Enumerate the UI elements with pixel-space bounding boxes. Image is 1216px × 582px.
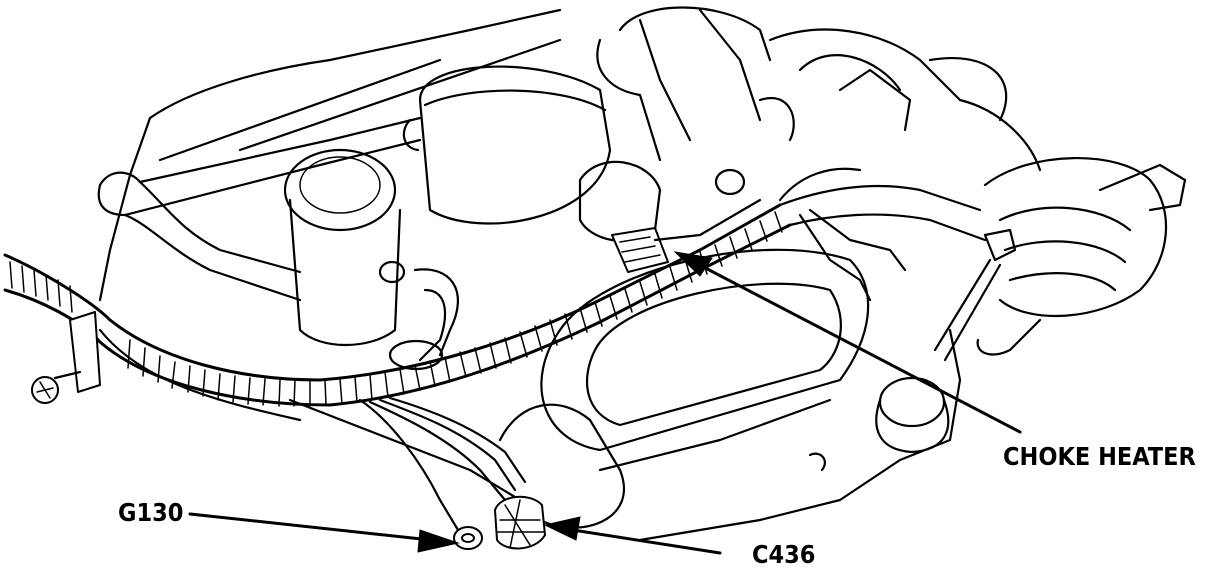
air-cleaner-cylinders	[283, 65, 612, 371]
linkage-rod	[933, 228, 1017, 362]
engine-block	[98, 8, 962, 542]
carburetor-area	[578, 6, 1042, 242]
c436-connector	[494, 495, 546, 550]
choke-heater-label: CHOKE HEATER	[1003, 442, 1196, 471]
right-valve-cover	[498, 248, 950, 529]
g130-label: G130	[118, 498, 184, 527]
wiring-harness	[3, 167, 987, 407]
callout-arrows	[188, 251, 1022, 555]
pigtail-wires	[358, 396, 527, 532]
g130-ground-ring	[453, 526, 483, 550]
choke-heater-connector	[611, 198, 762, 273]
fuel-tube	[97, 116, 422, 302]
c436-label: C436	[752, 540, 816, 569]
harness-clamp	[31, 311, 101, 404]
air-cleaner-snorkel	[976, 157, 1187, 356]
